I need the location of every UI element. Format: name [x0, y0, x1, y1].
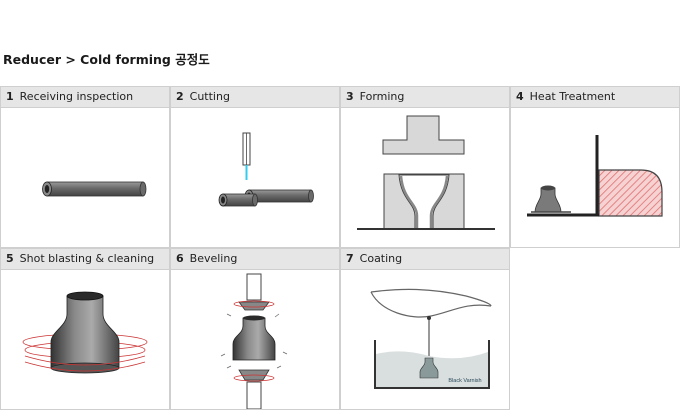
step-7-coating: 7 Coating Black Varnish — [340, 248, 510, 410]
step-6-beveling: 6 Beveling — [170, 248, 340, 410]
step-3-header: 3 Forming — [341, 87, 509, 108]
step-number: 3 — [346, 90, 354, 103]
step-5-shot-blasting: 5 Shot blasting & cleaning — [0, 248, 170, 410]
step-label: Coating — [359, 252, 403, 265]
coating-dip-tank-illustration: Black Varnish — [370, 288, 492, 389]
step-number: 1 — [6, 90, 14, 103]
step-number: 7 — [346, 252, 354, 265]
step-label: Forming — [359, 90, 405, 103]
tank-label: Black Varnish — [448, 378, 481, 384]
step-5-header: 5 Shot blasting & cleaning — [1, 249, 169, 270]
step-label: Heat Treatment — [529, 90, 616, 103]
step-label: Cutting — [189, 90, 230, 103]
step-number: 5 — [6, 252, 14, 265]
shot-blasting-illustration — [22, 291, 148, 374]
step-2-header: 2 Cutting — [171, 87, 339, 108]
step-number: 4 — [516, 90, 524, 103]
step-4-heat-treatment: 4 Heat Treatment — [510, 86, 680, 248]
step-7-header: 7 Coating — [341, 249, 509, 270]
page-title: Reducer > Cold forming 공정도 — [3, 52, 210, 67]
step-1-header: 1 Receiving inspection — [1, 87, 169, 108]
step-label: Shot blasting & cleaning — [19, 252, 155, 265]
furnace-illustration — [527, 135, 663, 217]
process-grid: 1 Receiving inspection 2 Cutting — [0, 86, 680, 414]
step-label: Beveling — [189, 252, 238, 265]
step-3-forming: 3 Forming — [340, 86, 510, 248]
step-number: 2 — [176, 90, 184, 103]
step-number: 6 — [176, 252, 184, 265]
step-label: Receiving inspection — [19, 90, 134, 103]
step-1-receiving-inspection: 1 Receiving inspection — [0, 86, 170, 248]
step-4-header: 4 Heat Treatment — [511, 87, 679, 108]
step-2-cutting: 2 Cutting — [170, 86, 340, 248]
forming-press-illustration — [357, 115, 495, 230]
cutting-illustration — [218, 132, 314, 207]
pipe-illustration — [42, 181, 147, 197]
step-6-header: 6 Beveling — [171, 249, 339, 270]
beveling-illustration — [220, 273, 288, 409]
